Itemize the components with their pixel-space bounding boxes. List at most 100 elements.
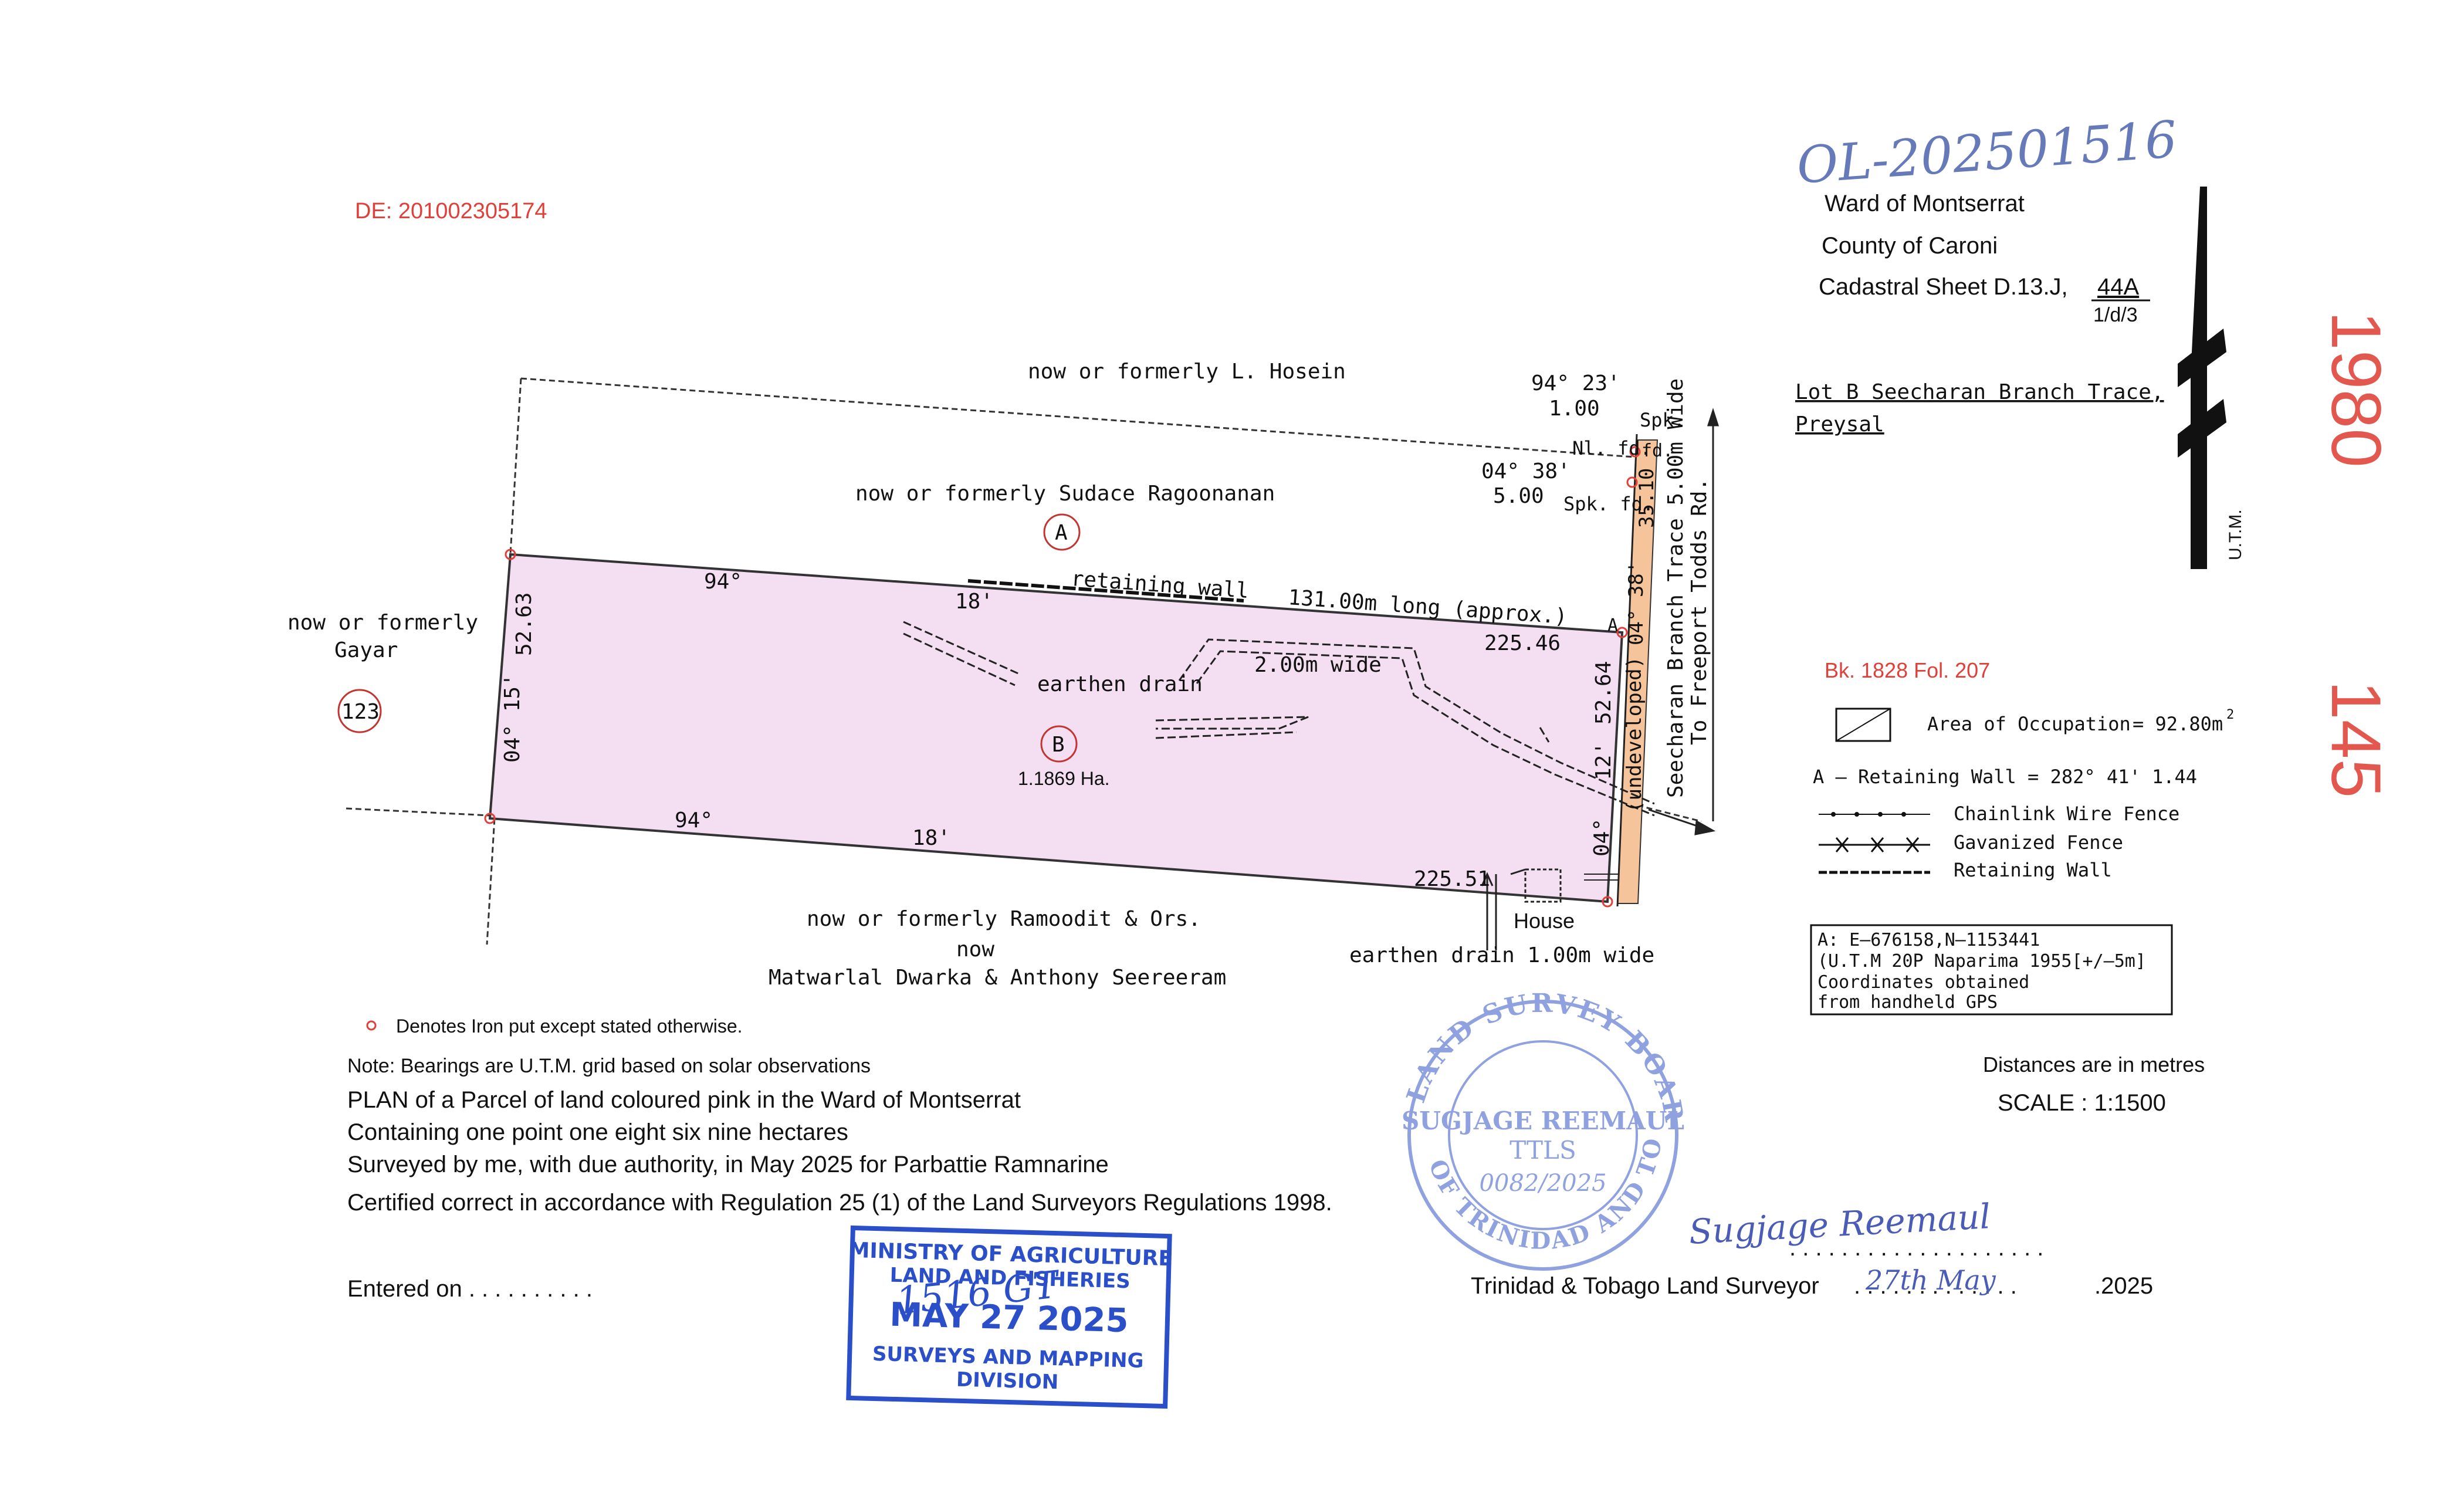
cadastral-sheet-bottom: 1/d/3	[2093, 304, 2138, 326]
north-bearing-deg: 94°	[704, 570, 742, 594]
surveyor-year: .2025	[2094, 1273, 2153, 1299]
location-line1: Lot B Seecharan Branch Trace,	[1795, 380, 2164, 404]
road-name: Seecharan Branch Trace 5.00m Wide	[1664, 378, 1688, 798]
road-bearing: 04° 38'	[1624, 561, 1648, 645]
plan-title: PLAN of a Parcel of land coloured pink i…	[347, 1087, 1021, 1113]
legend-chainlink-label: Chainlink Wire Fence	[1954, 803, 2179, 825]
north-arrow-icon	[2178, 187, 2226, 569]
book-folio: Bk. 1828 Fol. 207	[1825, 658, 1990, 682]
location-line2: Preysal	[1795, 412, 1884, 436]
distances-note: Distances are in metres	[1983, 1052, 2205, 1077]
margin-number-145: 145	[2317, 681, 2395, 798]
legend-retaining-label: Retaining Wall	[1954, 859, 2112, 881]
plan-certified: Certified correct in accordance with Reg…	[347, 1190, 1332, 1216]
de-number: DE: 201002305174	[355, 199, 547, 224]
coords-line2: (U.T.M 20P Naparima 1955[+/–5m]	[1817, 951, 2146, 972]
road-arrows	[1648, 408, 1720, 835]
south-distance: 225.51	[1414, 867, 1490, 891]
road-spk: Spk.	[1640, 409, 1685, 431]
legend-occupation-swatch	[1835, 708, 1891, 742]
svg-text:SURVEYS AND MAPPING: SURVEYS AND MAPPING	[872, 1342, 1143, 1373]
iron-marker-legend-icon	[366, 1020, 377, 1031]
house-icon	[1510, 868, 1562, 903]
east-distance: 52.64	[1592, 661, 1616, 725]
surveyor-dots: . . . . . . . . . . . . .	[1854, 1273, 2017, 1299]
east-bearing-deg: 04°	[1590, 818, 1614, 857]
iron-markers	[484, 446, 1641, 908]
neighbour-south-line1: now or formerly Ramoodit & Ors.	[807, 907, 1201, 931]
south-drain-label: earthen drain 1.00m wide	[1349, 943, 1654, 967]
legend-wall-label: A – Retaining Wall = 282° 41' 1.44	[1813, 766, 2197, 788]
entered-on: Entered on . . . . . . . . . .	[347, 1276, 593, 1302]
north-bearing-min: 18'	[955, 590, 993, 614]
legend-galvanized-label: Gavanized Fence	[1954, 831, 2123, 854]
coords-line3: Coordinates obtained	[1817, 972, 2029, 993]
county-label: County of Caroni	[1822, 233, 1998, 259]
road-boundary	[1616, 434, 1638, 907]
surveyor-label: Trinidad & Tobago Land Surveyor	[1471, 1273, 1819, 1299]
scale-note: SCALE : 1:1500	[1998, 1090, 2166, 1116]
west-dashed-extension	[346, 807, 490, 817]
neighbour-west-line2: Gayar	[334, 638, 398, 662]
road-nl-fd: Nl. fd.	[1572, 437, 1651, 459]
drain-width-label: 2.00m wide	[1254, 653, 1382, 677]
circle-b-label: B	[1052, 733, 1065, 757]
legend-area-label: Area of Occupation	[1927, 713, 2131, 735]
legend-area-sup: 2	[2226, 708, 2234, 722]
note-bearings: Note: Bearings are U.T.M. grid based on …	[347, 1055, 871, 1077]
stamp-board-ttls: TTLS	[1509, 1136, 1576, 1165]
circle-123-label: 123	[341, 700, 380, 724]
coords-line4: from handheld GPS	[1817, 992, 1998, 1013]
road-destination: To Freeport Todds Rd.	[1687, 478, 1711, 745]
neighbour-south-line3: Matwarlal Dwarka & Anthony Seereeram	[769, 966, 1226, 990]
north-distance: 225.46	[1484, 631, 1561, 655]
neighbour-west-line1: now or formerly	[287, 611, 478, 635]
circle-a	[1043, 513, 1081, 551]
road-undeveloped: (undeveloped)	[1623, 656, 1646, 813]
neighbour-north-inner: now or formerly Sudace Ragoonanan	[855, 482, 1275, 506]
circle-123	[337, 689, 382, 733]
circle-b	[1040, 725, 1078, 763]
south-bearing-min: 18'	[912, 826, 950, 850]
svg-text:DIVISION: DIVISION	[956, 1368, 1058, 1395]
neighbour-south-line2: now	[956, 937, 994, 962]
parcel-b	[488, 553, 1624, 903]
road-distance: 35.10	[1635, 468, 1659, 528]
east-fence	[1584, 874, 1619, 881]
south-bearing-deg: 94°	[675, 808, 713, 832]
west-distance: 52.63	[512, 593, 536, 656]
legend-chainlink-symbol	[1819, 812, 1930, 817]
cadastral-label: Cadastral Sheet D.13.J,	[1819, 274, 2068, 300]
plan-containing: Containing one point one eight six nine …	[347, 1119, 848, 1145]
earthen-drain-label: earthen drain	[1037, 672, 1203, 696]
circle-a-label: A	[1055, 521, 1068, 545]
corner-a-label: A	[1607, 615, 1618, 636]
surveyor-date-handwritten: 27th May	[1865, 1264, 1996, 1296]
road-top-distance: 1.00	[1549, 397, 1600, 421]
reference-number-handwritten: OL-202501516	[1795, 110, 2179, 195]
road-mid-distance: 5.00	[1493, 484, 1544, 508]
east-bearing-min: 12'	[1592, 742, 1616, 780]
road-top-bearing: 94° 23'	[1531, 371, 1620, 395]
house-label: House	[1514, 909, 1575, 933]
north-arrow-label: U.T.M.	[2226, 509, 2245, 560]
coords-line1: A: E–676158,N–1153441	[1817, 930, 2040, 950]
parcel-area: 1.1869 Ha.	[1018, 768, 1110, 789]
road-mid-bearing: 04° 38'	[1481, 459, 1571, 483]
road-fd: fd.	[1641, 441, 1673, 461]
svg-text:MAY 27 2025: MAY 27 2025	[889, 1296, 1129, 1341]
stamp-board-name: SUGJAGE REEMAUL	[1402, 1106, 1684, 1135]
plan-surveyed: Surveyed by me, with due authority, in M…	[347, 1152, 1109, 1177]
coordinates-box	[1810, 924, 2173, 1016]
sign-dots: . . . . . . . . . . . . . . . . . . . .	[1789, 1235, 2043, 1261]
south-drain-arrows	[1481, 872, 1497, 950]
legend-area-value: = 92.80m	[2133, 713, 2223, 735]
retaining-wall-line	[967, 579, 1244, 603]
neighbour-north-outer: now or formerly L. Hosein	[1028, 360, 1346, 384]
cadastral-sheet-top: 44A	[2097, 274, 2139, 300]
land-survey-board-stamp	[1407, 1000, 1678, 1271]
earthen-drains	[903, 621, 1655, 817]
ministry-stamp: MINISTRY OF AGRICULTURE LAND AND FISHERI…	[846, 1225, 1173, 1409]
west-bearing: 04° 15'	[500, 673, 524, 763]
